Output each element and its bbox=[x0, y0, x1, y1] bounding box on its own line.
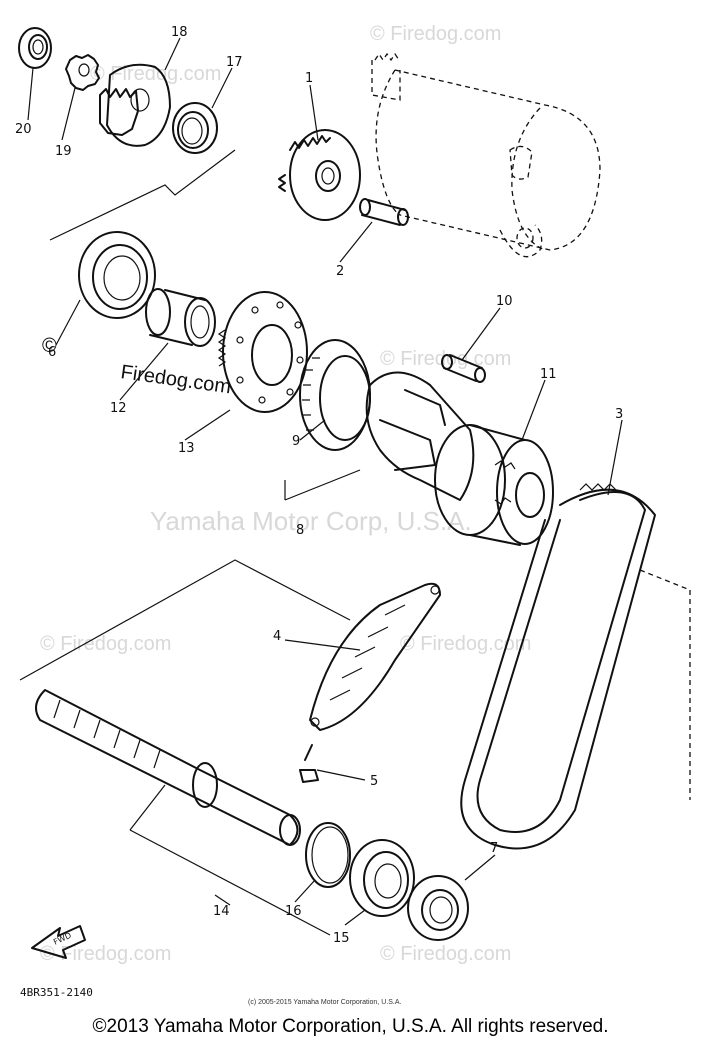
watermark-firedog-right: © Firedog.com bbox=[400, 633, 531, 655]
part-11-starter-wheel bbox=[434, 424, 554, 546]
part-5-bolt bbox=[299, 744, 319, 783]
callout-10: 10 bbox=[496, 294, 513, 309]
bracket-mainshaft-group bbox=[19, 559, 351, 681]
starter-motor-outline bbox=[371, 52, 601, 258]
leader-lines bbox=[27, 37, 623, 926]
callout-14: 14 bbox=[213, 904, 230, 919]
part-12-collar bbox=[145, 288, 216, 347]
callout-1: 1 bbox=[305, 71, 313, 86]
part-14-mainshaft bbox=[35, 689, 301, 846]
bracket-top-group bbox=[49, 149, 236, 241]
part-6-bearing bbox=[78, 231, 156, 319]
watermark-copyright-mark: © bbox=[42, 335, 57, 357]
diagram-code: 4BR351-2140 bbox=[20, 986, 93, 999]
part-15-bearing bbox=[349, 839, 415, 917]
footer-copyright: ©2013 Yamaha Motor Corporation, U.S.A. A… bbox=[92, 1016, 609, 1037]
callout-2: 2 bbox=[336, 264, 344, 279]
small-copyright: (c) 2005-2015 Yamaha Motor Corporation, … bbox=[248, 999, 401, 1006]
part-20-seal bbox=[18, 27, 52, 69]
part-10-pin bbox=[441, 354, 486, 383]
callout-13: 13 bbox=[178, 441, 195, 456]
watermark-firedog-bottomright: © Firedog.com bbox=[380, 943, 511, 965]
part-8-clutch-hub bbox=[365, 371, 475, 501]
part-13-sprocket bbox=[217, 291, 308, 413]
watermark-yamaha: Yamaha Motor Corp, U.S.A. bbox=[150, 506, 472, 536]
part-4-chain-guide bbox=[309, 582, 441, 731]
part-16-o-ring bbox=[305, 822, 351, 888]
callout-7: 7 bbox=[490, 841, 498, 856]
part-7-oil-seal bbox=[407, 875, 469, 941]
callout-5: 5 bbox=[370, 774, 378, 789]
callout-19: 19 bbox=[55, 144, 72, 159]
part-17-bearing bbox=[172, 102, 218, 154]
callout-numbers: 1 2 3 4 5 6 7 8 9 10 11 12 13 14 15 16 1… bbox=[15, 25, 623, 946]
callout-4: 4 bbox=[273, 629, 281, 644]
callout-9: 9 bbox=[292, 434, 300, 449]
callout-18: 18 bbox=[171, 25, 188, 40]
callout-3: 3 bbox=[615, 407, 623, 422]
bracket-bottom-group bbox=[129, 784, 331, 936]
watermark-firedog-top: © Firedog.com bbox=[370, 23, 501, 45]
watermark-firedog-left: © Firedog.com bbox=[40, 633, 171, 655]
part-9-one-way-clutch bbox=[299, 339, 371, 451]
part-19-lock-washer bbox=[65, 54, 100, 91]
watermark-firedog-mid: © Firedog.com bbox=[380, 348, 511, 370]
callout-17: 17 bbox=[226, 55, 243, 70]
callout-8: 8 bbox=[296, 523, 304, 538]
part-1-gear bbox=[278, 129, 361, 221]
callout-16: 16 bbox=[285, 904, 302, 919]
callout-6: 6 bbox=[48, 345, 56, 360]
part-3-chain bbox=[460, 483, 691, 850]
callout-15: 15 bbox=[333, 931, 350, 946]
callout-12: 12 bbox=[110, 401, 127, 416]
callout-11: 11 bbox=[540, 367, 557, 382]
part-2-shaft bbox=[359, 198, 409, 226]
callout-20: 20 bbox=[15, 122, 32, 137]
watermark-firedog-bottomleft: © Firedog.com bbox=[40, 943, 171, 965]
part-18-gear bbox=[99, 63, 171, 147]
